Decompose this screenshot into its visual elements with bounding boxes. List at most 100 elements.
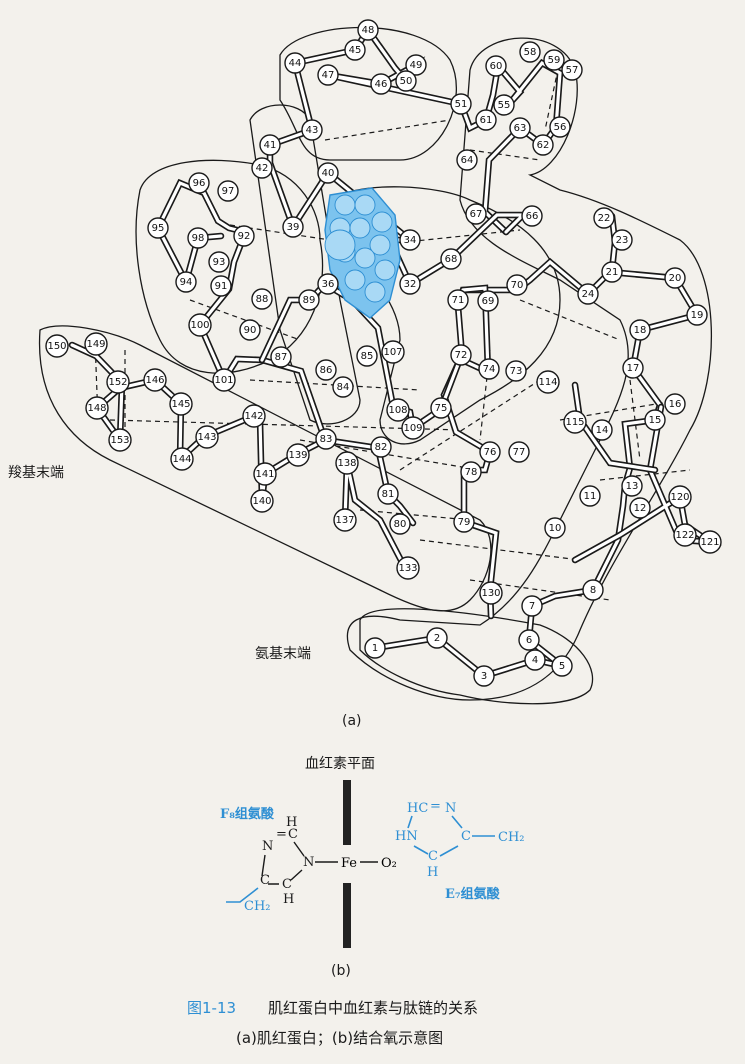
- o2-molecule: O₂: [381, 856, 397, 871]
- svg-text:C: C: [288, 827, 298, 842]
- residue-3: 3: [473, 665, 495, 687]
- svg-text:CH₂: CH₂: [244, 899, 271, 914]
- residue-10: 10: [544, 517, 566, 539]
- residue-20: 20: [664, 267, 686, 289]
- residue-133: 133: [396, 556, 420, 580]
- residue-138: 138: [335, 451, 359, 475]
- residue-number: 50: [400, 76, 413, 87]
- residue-44: 44: [284, 52, 306, 74]
- residue-36: 36: [317, 273, 339, 295]
- residue-62: 62: [532, 134, 554, 156]
- residue-74: 74: [478, 358, 500, 380]
- residue-number: 19: [691, 310, 704, 321]
- residue-number: 68: [445, 254, 458, 265]
- residue-circle: [195, 425, 219, 449]
- svg-text:N: N: [303, 855, 314, 870]
- residue-91: 91: [210, 275, 232, 297]
- residue-number: 73: [510, 366, 523, 377]
- residue-108: 108: [386, 398, 410, 422]
- residue-number: 152: [108, 377, 127, 388]
- svg-text:HN: HN: [395, 829, 418, 844]
- residue-number: 121: [700, 537, 719, 548]
- residue-circle: [611, 229, 633, 251]
- residue-circle: [479, 581, 503, 605]
- svg-text:=: =: [276, 827, 287, 842]
- residue-number: 14: [596, 425, 609, 436]
- residue-circle: [381, 340, 405, 364]
- residue-circle: [532, 134, 554, 156]
- residue-number: 83: [320, 434, 333, 445]
- residue-83: 83: [315, 428, 337, 450]
- residue-circle: [563, 410, 587, 434]
- residue-number: 13: [626, 481, 639, 492]
- residue-number: 81: [382, 489, 395, 500]
- residue-circle: [549, 116, 571, 138]
- residue-number: 59: [548, 55, 561, 66]
- residue-circle: [251, 288, 273, 310]
- svg-text:H: H: [427, 865, 438, 880]
- residue-114: 114: [536, 370, 560, 394]
- residue-8: 8: [582, 579, 604, 601]
- residue-144: 144: [170, 447, 194, 471]
- residue-circle: [251, 157, 273, 179]
- residue-circle: [250, 489, 274, 513]
- residue-circle: [399, 273, 421, 295]
- residue-142: 142: [242, 404, 266, 428]
- residue-4: 4: [524, 649, 546, 671]
- residue-number: 79: [458, 517, 471, 528]
- residue-number: 149: [86, 339, 105, 350]
- residue-number: 98: [192, 233, 205, 244]
- residue-circle: [208, 251, 230, 273]
- residue-circle: [188, 172, 210, 194]
- residue-1: 1: [364, 637, 386, 659]
- residue-number: 55: [498, 100, 511, 111]
- residue-circle: [460, 461, 482, 483]
- c-terminus-label: 羧基末端: [8, 464, 64, 481]
- e7-imidazole-ring: HC = N HN C C H CH₂: [395, 799, 525, 880]
- residue-number: 18: [634, 325, 647, 336]
- residue-66: 66: [521, 205, 543, 227]
- helix-envelopes: [38, 26, 713, 705]
- residue-number: 74: [483, 364, 496, 375]
- residue-number: 97: [222, 186, 235, 197]
- residue-number: 96: [193, 178, 206, 189]
- n-terminus-label: 氨基末端: [255, 645, 311, 662]
- residue-number: 142: [244, 411, 263, 422]
- residue-circle: [629, 497, 651, 519]
- residue-137: 137: [333, 508, 357, 532]
- residue-98: 98: [187, 227, 209, 249]
- residue-63: 63: [509, 117, 531, 139]
- residue-141: 141: [253, 462, 277, 486]
- residue-number: 22: [598, 213, 611, 224]
- svg-text:C: C: [461, 829, 471, 844]
- residue-circle: [253, 462, 277, 486]
- residue-43: 43: [301, 119, 323, 141]
- residue-89: 89: [298, 289, 320, 311]
- residue-circle: [524, 649, 546, 671]
- residue-circle: [108, 428, 132, 452]
- residue-circle: [591, 419, 613, 441]
- residue-number: 17: [627, 363, 640, 374]
- heme-group: [324, 187, 401, 319]
- residue-number: 69: [482, 296, 495, 307]
- caption-subtitle: (a)肌红蛋白；(b)结合氧示意图: [236, 1029, 443, 1047]
- residue-circle: [212, 368, 236, 392]
- residue-circle: [217, 180, 239, 202]
- residue-70: 70: [506, 274, 528, 296]
- residue-circle: [315, 359, 337, 381]
- residue-41: 41: [259, 134, 281, 156]
- residue-23: 23: [611, 229, 633, 251]
- residue-circle: [143, 368, 167, 392]
- residue-number: 77: [513, 447, 526, 458]
- residue-number: 41: [264, 140, 277, 151]
- residue-number: 141: [255, 469, 274, 480]
- residue-circle: [477, 290, 499, 312]
- residue-circle: [270, 346, 292, 368]
- residue-109: 109: [401, 416, 425, 440]
- residue-152: 152: [106, 370, 130, 394]
- residue-number: 139: [288, 450, 307, 461]
- residue-17: 17: [622, 357, 644, 379]
- residue-19: 19: [686, 304, 708, 326]
- residue-circle: [561, 59, 583, 81]
- residue-number: 15: [649, 415, 662, 426]
